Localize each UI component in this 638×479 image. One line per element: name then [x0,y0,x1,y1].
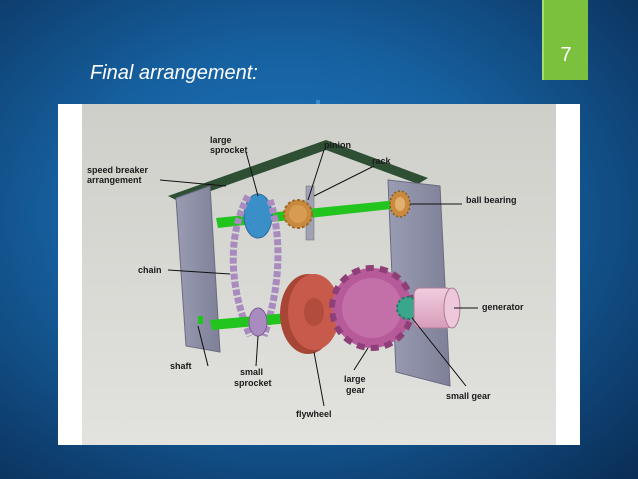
label-pinion: pinion [324,140,351,150]
ball-bearing [389,190,411,218]
label-large-sprocket-2: sprocket [210,145,248,155]
pinion-gear [283,199,313,229]
label-speed-breaker-1: speed breaker [87,165,149,175]
title-divider [316,100,320,106]
slide-number: 7 [560,44,572,66]
label-large-gear-1: large [344,374,366,384]
label-shaft: shaft [170,361,192,371]
label-speed-breaker-2: arrangement [87,175,142,185]
slide-title: Final arrangement: [90,62,258,84]
slide-number-box: 7 [542,0,588,80]
diagram-panel: large sprocket pinion rack speed breaker… [58,104,580,445]
generator [413,287,461,329]
label-generator: generator [482,302,524,312]
flywheel [280,274,340,354]
label-flywheel: flywheel [296,409,332,419]
diagram-background [82,104,556,445]
label-large-sprocket-1: large [210,135,232,145]
left-side-plate [175,185,221,353]
shaft-end-marker [198,316,203,324]
speed-breaker-plate [168,140,428,202]
label-small-sprocket-2: sprocket [234,378,272,388]
label-chain: chain [138,265,162,275]
label-ball-bearing: ball bearing [466,195,517,205]
mechanism-diagram: large sprocket pinion rack speed breaker… [82,104,556,445]
label-rack: rack [372,156,392,166]
leader-lines [159,149,478,407]
label-small-sprocket-1: small [240,367,263,377]
small-sprocket [248,307,268,337]
label-large-gear-2: gear [346,385,366,395]
label-small-gear: small gear [446,391,491,401]
